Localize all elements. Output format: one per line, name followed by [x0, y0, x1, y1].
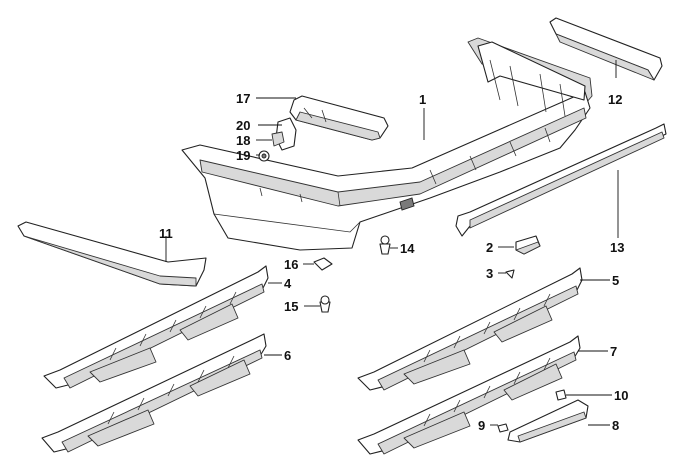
callout-1: 1 [419, 92, 426, 107]
screw-part-15 [319, 295, 331, 313]
callout-8: 8 [612, 418, 619, 433]
bracket-part-17 [289, 95, 389, 141]
callout-18: 18 [236, 133, 250, 148]
trim-strip-right [455, 123, 667, 237]
trim-strip-upper-right [549, 17, 663, 81]
callout-14: 14 [400, 241, 415, 256]
spoiler-left-part-6 [41, 333, 267, 453]
callout-9: 9 [478, 418, 485, 433]
callout-labels: 1 2 3 4 5 6 7 8 9 10 11 12 13 14 15 16 1… [159, 91, 628, 433]
callout-12: 12 [608, 92, 622, 107]
callout-20: 20 [236, 118, 250, 133]
clip-part-16 [313, 257, 333, 271]
callout-2: 2 [486, 240, 493, 255]
callout-19: 19 [236, 148, 250, 163]
leader-lines [165, 60, 619, 426]
clip-part-10 [555, 389, 567, 401]
hardware-20-18-19 [258, 117, 297, 162]
spoiler-left-part-4 [43, 265, 269, 389]
callout-4: 4 [284, 276, 292, 291]
clip-part-3 [505, 269, 515, 279]
callout-15: 15 [284, 299, 298, 314]
cover-part-2 [515, 235, 541, 255]
callout-10: 10 [614, 388, 628, 403]
screw-part-14 [379, 235, 391, 255]
callout-7: 7 [610, 344, 617, 359]
callout-16: 16 [284, 257, 298, 272]
callout-17: 17 [236, 91, 250, 106]
callout-3: 3 [486, 266, 493, 281]
bracket-part-8 [507, 399, 589, 443]
clip-part-9 [497, 423, 509, 433]
callout-5: 5 [612, 273, 619, 288]
trim-strip-left [17, 221, 207, 287]
spoiler-right-part-7 [357, 335, 581, 455]
callout-6: 6 [284, 348, 291, 363]
spoiler-right-part-5 [357, 267, 583, 391]
callout-11: 11 [159, 226, 173, 241]
bumper-cover-part [181, 37, 593, 251]
callout-13: 13 [610, 240, 624, 255]
